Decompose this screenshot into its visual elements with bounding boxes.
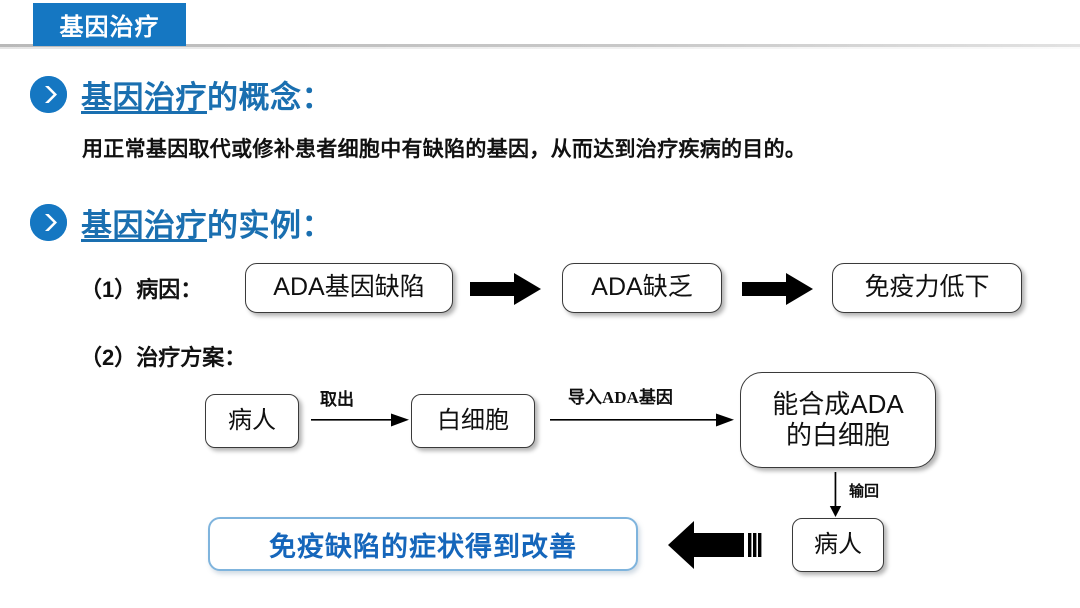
block-arrow-right-icon: [742, 272, 814, 311]
cause-box-ada-deficiency: ADA缺乏: [562, 263, 722, 313]
heading-underlined-part: 基因治疗: [81, 80, 207, 115]
heading-underlined-part: 基因治疗: [81, 208, 207, 243]
chevron-right-circle-icon: [30, 76, 67, 113]
arrow-label-extract: 取出: [320, 390, 354, 409]
arrow-right-icon: [550, 412, 736, 435]
chevron-right-circle-icon: [30, 204, 67, 241]
treatment-label: （2）治疗方案：: [80, 345, 247, 370]
page-title: 基因治疗: [33, 3, 186, 46]
heading-rest-part: 的实例：: [207, 208, 333, 243]
treatment-box-patient-start: 病人: [205, 394, 299, 448]
treatment-result-box: 免疫缺陷的症状得到改善: [208, 517, 638, 571]
cause-box-ada-gene-defect: ADA基因缺陷: [245, 263, 453, 313]
header-divider: [0, 44, 1080, 49]
cause-box-low-immunity: 免疫力低下: [832, 263, 1022, 313]
section-heading-example: 基因治疗的实例：: [30, 200, 333, 245]
treatment-box-ada-white-cell: 能合成ADA 的白细胞: [740, 372, 936, 468]
section-heading-concept-text: 基因治疗的概念：: [81, 72, 333, 117]
cause-label: （1）病因：: [80, 277, 203, 302]
arrow-down-icon: [828, 472, 846, 523]
concept-body-text: 用正常基因取代或修补患者细胞中有缺陷的基因，从而达到治疗疾病的目的。: [82, 138, 807, 161]
treatment-box-white-cell: 白细胞: [411, 394, 535, 448]
arrow-right-icon: [311, 412, 411, 435]
heading-rest-part: 的概念：: [207, 80, 333, 115]
arrow-label-return: 输回: [849, 484, 880, 500]
treatment-box-patient-end: 病人: [792, 518, 884, 572]
block-arrow-right-icon: [470, 272, 542, 311]
block-arrow-left-icon: [666, 518, 766, 577]
arrow-label-introduce: 导入ADA基因: [568, 388, 673, 407]
section-heading-concept: 基因治疗的概念：: [30, 72, 333, 117]
section-heading-example-text: 基因治疗的实例：: [81, 200, 333, 245]
